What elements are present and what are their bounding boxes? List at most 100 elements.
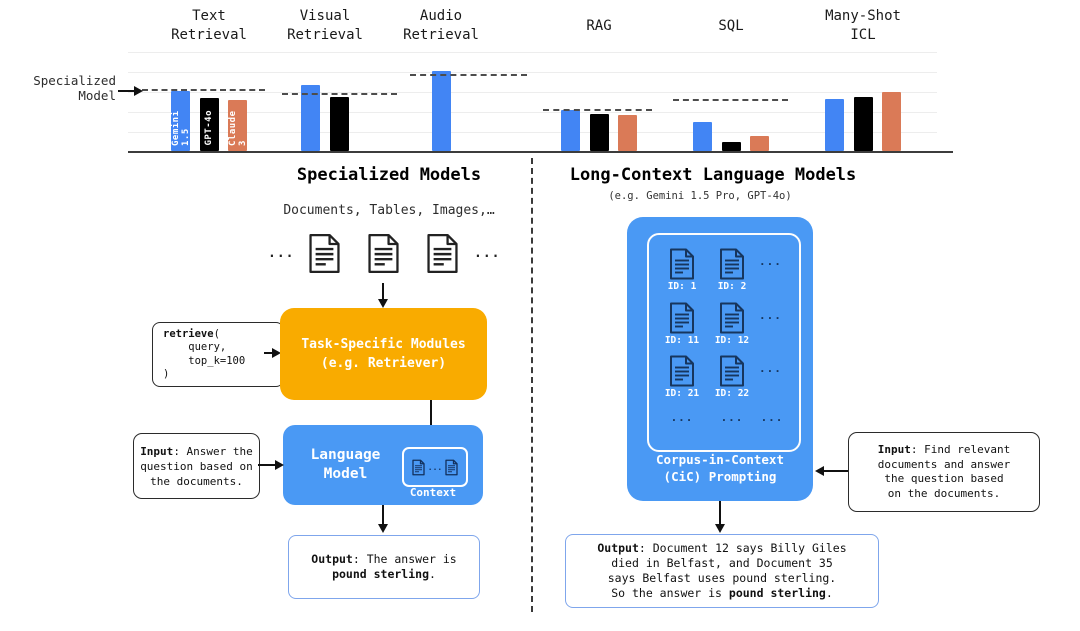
doc-id-label: ID: 2 xyxy=(717,281,747,292)
output-answer: pound sterling xyxy=(728,585,826,600)
document-icon xyxy=(368,233,399,274)
output-period: . xyxy=(825,585,833,600)
arrow-head xyxy=(378,299,388,308)
bar-gpt-4o xyxy=(329,97,349,151)
input-text: : Answer the question based on the docum… xyxy=(140,444,253,488)
category-label: Visual Retrieval xyxy=(287,8,363,43)
category-label: Many-Shot ICL xyxy=(825,8,901,43)
bar-claude-3 xyxy=(618,115,637,151)
bar-gemini-1-5 xyxy=(431,71,451,151)
document-icon xyxy=(720,355,744,387)
output-answer: pound sterling xyxy=(332,567,429,581)
arrow-head xyxy=(815,466,824,476)
panel-divider-dashed-line xyxy=(531,158,533,612)
arrow-head xyxy=(715,524,725,533)
doc-id-label: ID: 1 xyxy=(667,281,697,292)
left-panel-subtitle: Documents, Tables, Images,… xyxy=(283,203,495,218)
output-text: : The answer is xyxy=(352,551,457,566)
language-model-label: Language Model xyxy=(310,447,381,482)
in-bar-model-label: Claude 3 xyxy=(227,110,248,146)
doc-id-label: ID: 12 xyxy=(714,335,750,346)
specialized-model-dashed-line xyxy=(282,93,397,95)
document-icon xyxy=(309,233,340,274)
right-output-box: Output: Document 12 says Billy Giles die… xyxy=(565,534,879,608)
bar-gemini-1-5 xyxy=(301,85,321,151)
bar-gemini-1-5: Gemini 1.5 xyxy=(170,91,191,151)
ellipsis: ... xyxy=(759,255,782,268)
document-icon xyxy=(670,248,694,280)
specialized-model-axis-label: Specialized Model xyxy=(33,73,116,103)
in-bar-model-label: Gemini 1.5 xyxy=(170,110,191,146)
category-label: SQL xyxy=(718,17,744,34)
document-icon-slot xyxy=(445,459,458,476)
left-input-box: Input: Answer the question based on the … xyxy=(133,433,260,499)
arrow-line xyxy=(430,400,432,438)
arrow-head xyxy=(272,348,281,358)
in-bar-model-label: GPT-4o xyxy=(204,110,214,146)
output-period: . xyxy=(429,567,436,581)
bar-claude-3 xyxy=(750,136,769,151)
document-icon xyxy=(720,302,744,334)
code-keyword: retrieve xyxy=(163,327,214,340)
specialized-model-arrow-head xyxy=(134,86,143,96)
document-icon-slot xyxy=(412,459,425,476)
bar-claude-3: Claude 3 xyxy=(227,100,248,151)
input-text: : Find relevant documents and answer the… xyxy=(877,443,1011,500)
bar-gemini-1-5 xyxy=(693,122,712,151)
x-axis-line xyxy=(128,151,953,153)
ellipsis: ... xyxy=(759,309,782,322)
task-specific-modules-box: Task-Specific Modules (e.g. Retriever) xyxy=(280,308,487,400)
output-text: : Document 12 says Billy Giles died in B… xyxy=(607,541,847,600)
document-icon xyxy=(670,355,694,387)
ellipsis: ... xyxy=(474,246,501,261)
left-panel-title: Specialized Models xyxy=(296,165,482,185)
document-icon xyxy=(445,459,458,475)
ellipsis: ... xyxy=(720,411,744,424)
specialized-model-dashed-line xyxy=(543,109,652,111)
category-label: Text Retrieval xyxy=(171,8,247,43)
arrow-line xyxy=(719,501,721,526)
grid-line xyxy=(128,72,937,73)
document-icon xyxy=(427,233,458,274)
category-label: RAG xyxy=(586,17,612,34)
ellipsis: ... xyxy=(760,411,784,424)
document-icon xyxy=(412,459,425,475)
bar-gpt-4o xyxy=(721,142,741,151)
context-ellipsis: ... xyxy=(427,462,443,472)
arrow-line xyxy=(823,470,848,472)
bar-gemini-1-5 xyxy=(561,110,580,151)
input-label: Input xyxy=(877,443,911,456)
bar-gpt-4o: GPT-4o xyxy=(199,98,219,151)
language-model-box: Language Model ... Context xyxy=(283,425,483,505)
right-panel-subtitle: (e.g. Gemini 1.5 Pro, GPT-4o) xyxy=(608,190,792,202)
document-icon xyxy=(670,302,694,334)
bar-gemini-1-5 xyxy=(825,99,844,151)
right-input-box: Input: Find relevant documents and answe… xyxy=(848,432,1040,512)
grid-line xyxy=(128,92,937,93)
corpus-documents-box: ID: 1 ID: 2... ID: 11 ID: 12... ID: 21 I… xyxy=(647,233,801,452)
arrow-line xyxy=(382,283,384,301)
arrow-line xyxy=(264,352,273,354)
grid-line xyxy=(128,132,937,133)
context-window-box: ... xyxy=(402,447,468,487)
output-label: Output xyxy=(597,541,639,556)
bar-claude-3 xyxy=(882,92,901,151)
corpus-in-context-box: ID: 1 ID: 2... ID: 11 ID: 12... ID: 21 I… xyxy=(627,217,813,501)
arrow-head xyxy=(275,460,284,470)
doc-id-label: ID: 11 xyxy=(664,335,700,346)
document-icon xyxy=(720,248,744,280)
specialized-model-arrow-line xyxy=(118,90,135,92)
bar-gpt-4o xyxy=(853,97,873,151)
specialized-model-dashed-line xyxy=(142,89,265,91)
specialized-model-dashed-line xyxy=(410,74,527,76)
ellipsis: ... xyxy=(268,246,295,261)
retrieve-code-box: retrieve( query, top_k=100 ) xyxy=(152,322,284,387)
right-panel-title: Long-Context Language Models xyxy=(569,165,857,185)
category-label: Audio Retrieval xyxy=(403,8,479,43)
input-label: Input xyxy=(140,444,174,458)
bar-gpt-4o xyxy=(589,114,609,151)
ellipsis: ... xyxy=(670,411,694,424)
grid-line xyxy=(128,52,937,53)
doc-id-label: ID: 21 xyxy=(664,388,700,399)
code-body: ( query, top_k=100 ) xyxy=(163,327,246,381)
